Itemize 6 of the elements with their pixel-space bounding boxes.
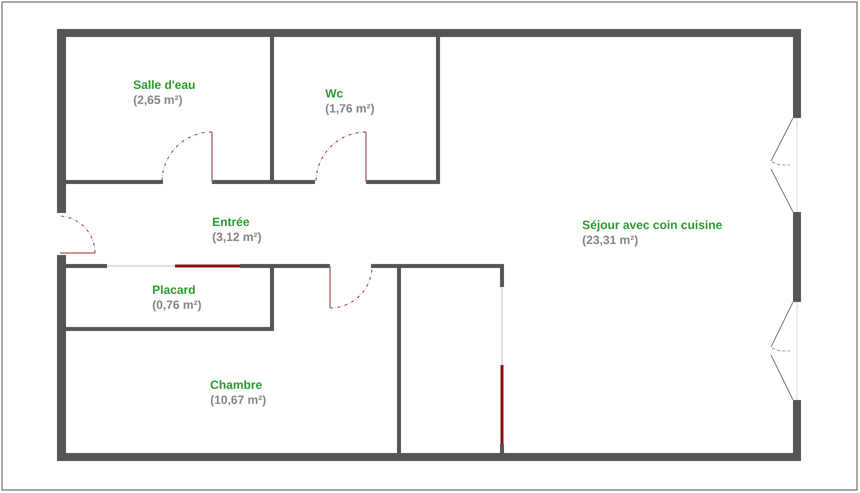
room-label: Séjour avec coin cuisine (23,31 m²) <box>582 220 722 246</box>
room-label: Salle d'eau (2,65 m²) <box>134 80 195 106</box>
room-label: Chambre (10,67 m²) <box>210 380 266 406</box>
room-label: Entrée (3,12 m²) <box>212 217 261 244</box>
room-label: Placard (0,76 m²) <box>152 285 201 312</box>
room-label: Wc (1,76 m²) <box>325 89 374 115</box>
